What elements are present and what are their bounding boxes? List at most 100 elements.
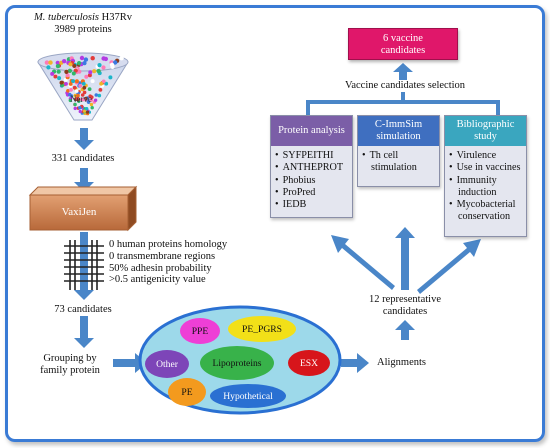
selection-bracket	[306, 92, 500, 115]
protein-bead	[97, 93, 102, 98]
protein-bead	[75, 96, 80, 101]
protein-bead	[90, 56, 95, 61]
criterion: 50% adhesin probability	[109, 262, 212, 274]
protein-bead	[89, 102, 94, 107]
protein-bead	[65, 73, 70, 78]
cimmsim-item: Th cell	[362, 150, 417, 162]
bibliographic-item: Mycobacterial	[449, 199, 521, 211]
grouping-label: Grouping by family protein	[22, 353, 118, 377]
protein-bead	[66, 89, 70, 93]
protein-bead	[83, 109, 87, 113]
cimmsim-item: stimulation	[371, 162, 417, 174]
candidates-73: 73 candidates	[54, 304, 112, 315]
protein-bead	[90, 79, 95, 84]
protein-bead	[94, 93, 99, 97]
protein-bead	[73, 68, 78, 73]
protein-bead	[101, 79, 106, 84]
protein-bead	[113, 60, 118, 65]
protein-bead	[103, 56, 109, 62]
protein-bead	[64, 69, 69, 74]
panel-bibliographic-title: Bibliographic study	[445, 116, 526, 146]
result-box: 6 vaccine candidates	[348, 28, 458, 60]
protein-bead	[119, 56, 124, 61]
protein-bead	[101, 65, 106, 70]
vaxijen-label: VaxiJen	[61, 206, 97, 218]
protein-bead	[56, 69, 61, 74]
panel-cimmsim: C-ImmSim simulation Th cell stimulation	[357, 115, 440, 187]
protein-bead	[97, 63, 102, 68]
arrow-12-to-bibliographic	[417, 239, 481, 294]
bibliographic-title-line: Bibliographic	[456, 119, 515, 130]
protein-bead	[86, 100, 91, 104]
protein-bead	[110, 64, 115, 69]
criterion: 0 human proteins homology	[109, 239, 228, 250]
protein-bead	[73, 102, 77, 107]
family-hypothetical: Hypothetical	[210, 384, 286, 408]
bibliographic-items: Virulence Use in vaccines Immunity induc…	[449, 150, 521, 224]
arrow-selection-to-result	[393, 63, 413, 80]
bibliographic-item: induction	[458, 186, 497, 198]
protein-bead	[90, 106, 94, 110]
selection-label: Vaccine candidates selection	[344, 80, 466, 91]
cimmsim-title-line: C-ImmSim	[374, 119, 423, 130]
protein-bead	[77, 61, 82, 66]
protein-bead	[48, 60, 53, 65]
tool-item: IEDB	[275, 199, 343, 211]
protein-bead	[82, 61, 87, 66]
cimmsim-title-line: simulation	[376, 131, 421, 142]
family-pe-pgrs: PE_PGRS	[228, 316, 296, 342]
bibliographic-item: Use in vaccines	[449, 162, 521, 174]
funnel-label: Nerve	[70, 94, 92, 104]
result-line: 6 vaccine	[383, 33, 423, 44]
arrow-331-to-vaxijen	[74, 168, 94, 192]
alignments-label: Alignments	[377, 357, 426, 368]
protein-bead	[80, 93, 85, 97]
panel-protein-analysis-title: Protein analysis	[271, 116, 352, 146]
strain-name: H37Rv	[101, 12, 132, 23]
representative-line: candidates	[382, 306, 428, 317]
protein-bead	[83, 57, 89, 62]
protein-bead	[99, 81, 103, 86]
result-label: 6 vaccine candidates	[349, 33, 457, 57]
tool-item: ProPred	[275, 187, 343, 199]
family-lipoproteins: Lipoproteins	[200, 346, 274, 380]
arrow-12-to-cimmsim	[395, 227, 415, 290]
arrow-73-to-grouping	[74, 316, 94, 348]
protein-bead	[69, 88, 73, 92]
protein-bead	[55, 64, 61, 69]
protein-bead	[84, 74, 89, 79]
family-ppe: PPE	[180, 318, 220, 344]
representative-label: 12 representative candidates	[350, 294, 460, 318]
protein-bead	[82, 97, 86, 102]
protein-bead	[53, 74, 58, 79]
protein-bead	[85, 107, 89, 111]
protein-bead	[44, 60, 50, 65]
family-other: Other	[145, 350, 189, 378]
tool-item: Phobius	[275, 175, 343, 187]
protein-bead	[74, 89, 79, 93]
bibliographic-item: conservation	[458, 211, 511, 223]
protein-bead	[55, 60, 60, 65]
protein-bead	[81, 81, 86, 86]
criterion: 0 transmembrane regions	[109, 250, 216, 262]
protein-bead	[93, 98, 98, 102]
protein-bead	[71, 79, 76, 84]
arrow-grouping-to-families	[113, 353, 147, 373]
filter-grid-icon	[64, 240, 104, 290]
tool-item: SYFPEITHI	[275, 150, 343, 162]
panel-cimmsim-title: C-ImmSim simulation	[358, 116, 439, 146]
protein-bead	[67, 68, 73, 73]
protein-bead	[72, 63, 77, 68]
protein-bead	[92, 69, 97, 74]
protein-bead	[82, 85, 87, 90]
protein-bead	[108, 75, 113, 80]
protein-bead	[76, 93, 80, 98]
source-organism: M. tuberculosis H37Rv	[30, 12, 136, 24]
arrow-12-to-protein-analysis	[331, 235, 395, 290]
arrow-vaxijen-shaft	[80, 232, 88, 290]
bibliographic-item: Virulence	[449, 150, 521, 162]
criteria-list: 0 human proteins homology 0 transmembran…	[109, 239, 227, 286]
protein-bead	[57, 76, 62, 81]
protein-bead	[46, 65, 51, 70]
protein-bead	[50, 71, 55, 76]
